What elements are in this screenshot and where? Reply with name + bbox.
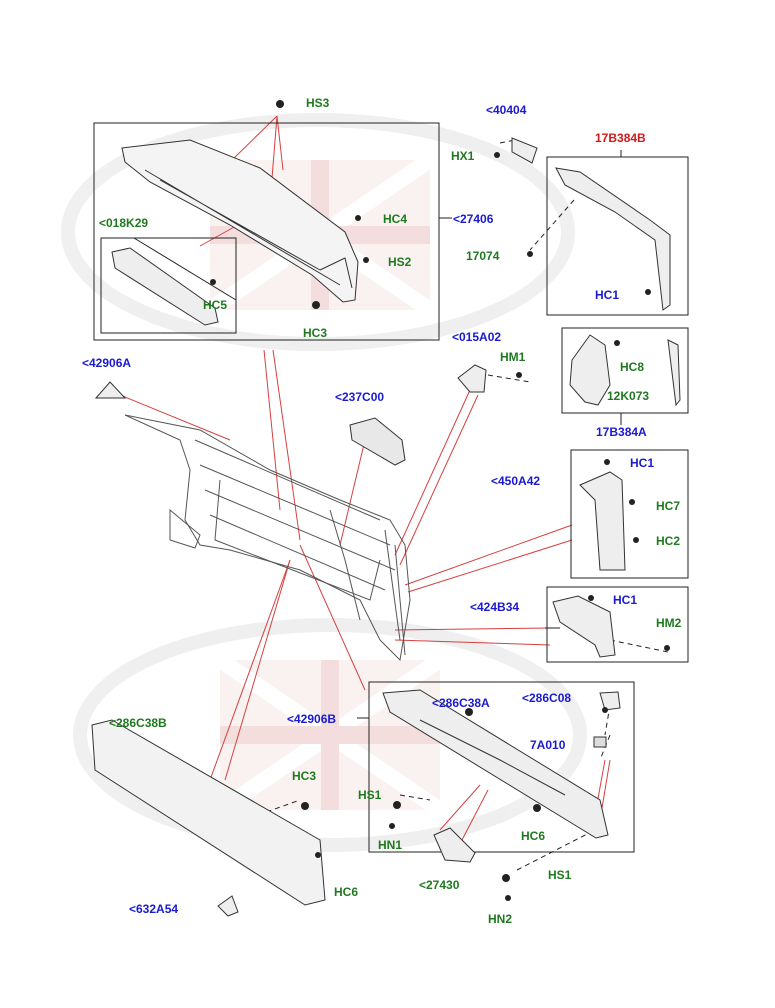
label-12K073: 12K073 — [607, 389, 650, 403]
label-HC6-right: HC6 — [521, 829, 546, 843]
leader-lines — [133, 150, 622, 719]
label-015A02: <015A02 — [452, 330, 502, 344]
label-HM2: HM2 — [656, 616, 682, 630]
part-632A54 — [217, 895, 239, 917]
top-pad-part — [121, 139, 359, 303]
part-27430 — [433, 827, 476, 863]
label-HC3-low: HC3 — [292, 769, 317, 783]
part-40404 — [511, 137, 538, 164]
part-018K29 — [111, 247, 219, 326]
part-286C08 — [599, 691, 621, 711]
watermark-logo-bottom — [73, 618, 587, 852]
label-424B34: <424B34 — [470, 600, 520, 614]
label-42906B: <42906B — [287, 712, 337, 726]
part-015A02 — [457, 364, 487, 393]
label-27430: <27430 — [419, 878, 460, 892]
part-450A42 — [579, 471, 626, 571]
label-HN2: HN2 — [488, 912, 513, 926]
part-7A010 — [593, 736, 607, 748]
label-40404: <40404 — [486, 103, 527, 117]
label-286C38A: <286C38A — [432, 696, 490, 710]
label-7A010: 7A010 — [530, 738, 566, 752]
label-HC5: HC5 — [203, 298, 228, 312]
label-HC8: HC8 — [620, 360, 645, 374]
label-17B384B: 17B384B — [595, 131, 646, 145]
label-286C38B: <286C38B — [109, 716, 167, 730]
label-HC2: HC2 — [656, 534, 681, 548]
label-HC7: HC7 — [656, 499, 681, 513]
label-450A42: <450A42 — [491, 474, 541, 488]
label-HC1-450A42: HC1 — [630, 456, 655, 470]
part-42906A — [94, 381, 127, 399]
label-HS1-right: HS1 — [548, 868, 572, 882]
label-HM1: HM1 — [500, 350, 526, 364]
instrument-panel-frame — [124, 414, 411, 662]
boxes — [93, 122, 689, 853]
label-286C08: <286C08 — [522, 691, 572, 705]
label-018K29: <018K29 — [99, 216, 149, 230]
label-HC3-top: HC3 — [303, 326, 328, 340]
label-42906A: <42906A — [82, 356, 132, 370]
part-17B384A — [569, 334, 681, 407]
label-HS1-left: HS1 — [358, 788, 382, 802]
part-286C38B — [91, 719, 326, 906]
part-17B384B — [555, 167, 671, 311]
label-17074: 17074 — [466, 249, 500, 263]
label-27406: <27406 — [453, 212, 494, 226]
label-HS3: HS3 — [306, 96, 330, 110]
label-HN1: HN1 — [378, 838, 403, 852]
label-HC1-17B384B: HC1 — [595, 288, 620, 302]
label-632A54: <632A54 — [129, 902, 179, 916]
part-237C00 — [349, 417, 406, 466]
part-424B34 — [552, 595, 616, 658]
label-17B384A: 17B384A — [596, 425, 647, 439]
label-HX1: HX1 — [451, 149, 475, 163]
label-HC4: HC4 — [383, 212, 408, 226]
callout-lines — [119, 115, 611, 841]
label-HS2: HS2 — [388, 255, 412, 269]
label-237C00: <237C00 — [335, 390, 385, 404]
fasteners — [210, 100, 670, 901]
label-HC1-424B34: HC1 — [613, 593, 638, 607]
label-HC6-left: HC6 — [334, 885, 359, 899]
part-42906B — [382, 689, 609, 839]
